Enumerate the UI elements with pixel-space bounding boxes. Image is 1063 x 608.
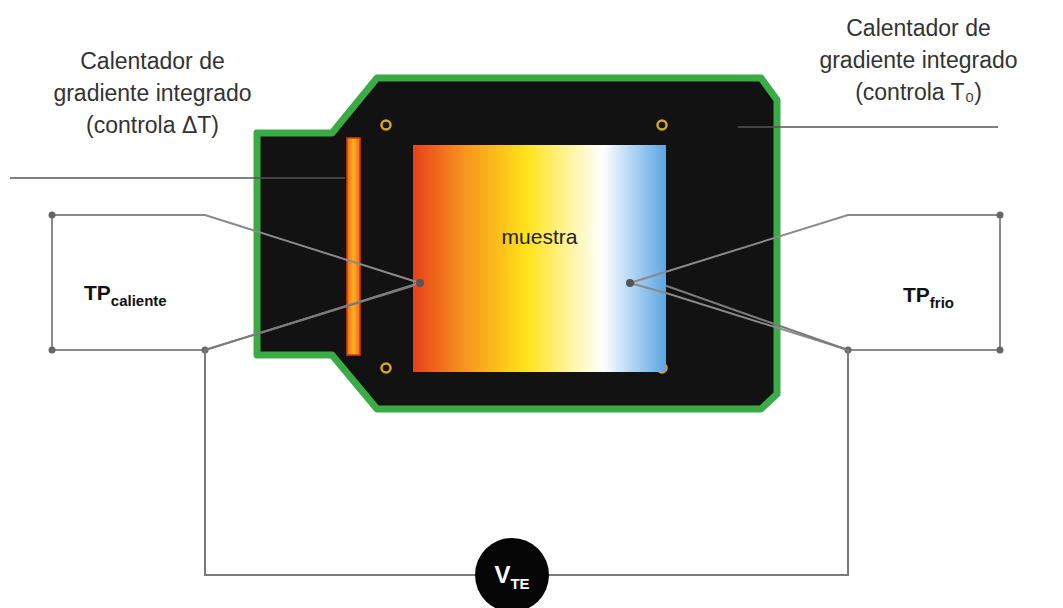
sample-label: muestra: [502, 225, 578, 248]
sample-gradient: [413, 145, 666, 372]
voltmeter: VTE: [475, 538, 549, 608]
thermocouple-name: TPcaliente: [84, 281, 167, 305]
voltage-subscript: TE: [510, 575, 529, 592]
thermocouple-wires: [52, 215, 1000, 350]
heater-annotation: Calentador de gradiente integrado (contr…: [40, 45, 265, 141]
thermocouple-label: TP: [84, 281, 111, 304]
board: [257, 78, 777, 409]
node-text: VTE: [494, 561, 529, 589]
gradient-heater: [347, 138, 360, 355]
voltage-symbol: V: [494, 561, 510, 588]
thermocouple-label: TP: [903, 283, 930, 306]
thermocouple-subscript: caliente: [111, 292, 167, 309]
thermocouple-subscript: frio: [930, 294, 954, 311]
heater-annotation: Calentador de gradiente integrado (contr…: [806, 12, 1031, 108]
mounting-holes: [382, 121, 667, 373]
wire-dots: [49, 212, 1004, 354]
thermocouple-connector: [549, 286, 848, 575]
sample: muestra: [413, 145, 666, 372]
thermocouple-name: TPfrio: [903, 283, 954, 307]
node-text: muestra: [502, 225, 578, 249]
thermocouple-connector: [205, 286, 475, 575]
